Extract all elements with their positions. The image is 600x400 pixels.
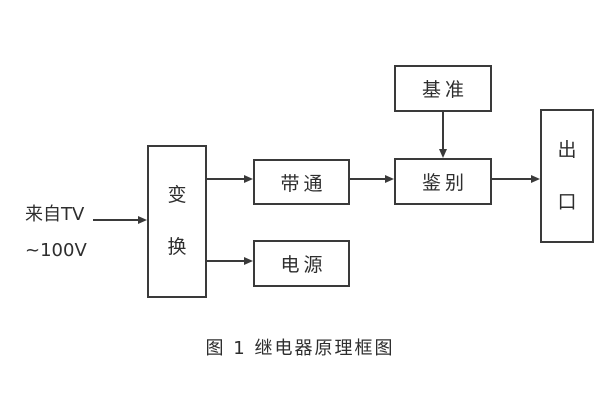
- block-outlet-char-2: 口: [557, 190, 577, 213]
- arrow-transform-power-head-icon: [244, 257, 253, 265]
- block-bandpass-label: 带通: [280, 172, 327, 195]
- input-source-label: 来自TV: [25, 204, 85, 225]
- figure-caption: 图 1 继电器原理框图: [205, 338, 395, 359]
- input-arrow-line: [93, 219, 139, 221]
- arrow-transform-bandpass-line: [207, 178, 245, 180]
- arrow-reference-discriminator-line: [442, 112, 444, 150]
- block-discriminator: 鉴别: [394, 158, 492, 205]
- block-transform-char-1: 变: [167, 184, 187, 206]
- block-bandpass: 带通: [253, 159, 350, 205]
- block-discriminator-label: 鉴别: [421, 172, 468, 194]
- block-transform-char-2: 换: [167, 236, 187, 258]
- arrow-transform-power-line: [207, 260, 245, 262]
- block-power: 电源: [253, 240, 350, 287]
- block-transform: 变 换: [147, 145, 207, 298]
- arrow-bandpass-discriminator-line: [350, 178, 386, 180]
- arrow-reference-discriminator-head-icon: [439, 149, 447, 158]
- block-reference: 基准: [394, 65, 492, 112]
- block-outlet-char-1: 出: [557, 138, 577, 161]
- input-arrow-head-icon: [138, 216, 147, 224]
- block-reference-label: 基准: [421, 79, 468, 101]
- input-voltage-label: ~100V: [25, 240, 87, 261]
- block-power-label: 电源: [280, 254, 327, 276]
- arrow-discriminator-outlet-head-icon: [531, 175, 540, 183]
- block-outlet: 出 口: [540, 109, 594, 243]
- arrow-discriminator-outlet-line: [492, 178, 532, 180]
- arrow-bandpass-discriminator-head-icon: [385, 175, 394, 183]
- arrow-transform-bandpass-head-icon: [244, 175, 253, 183]
